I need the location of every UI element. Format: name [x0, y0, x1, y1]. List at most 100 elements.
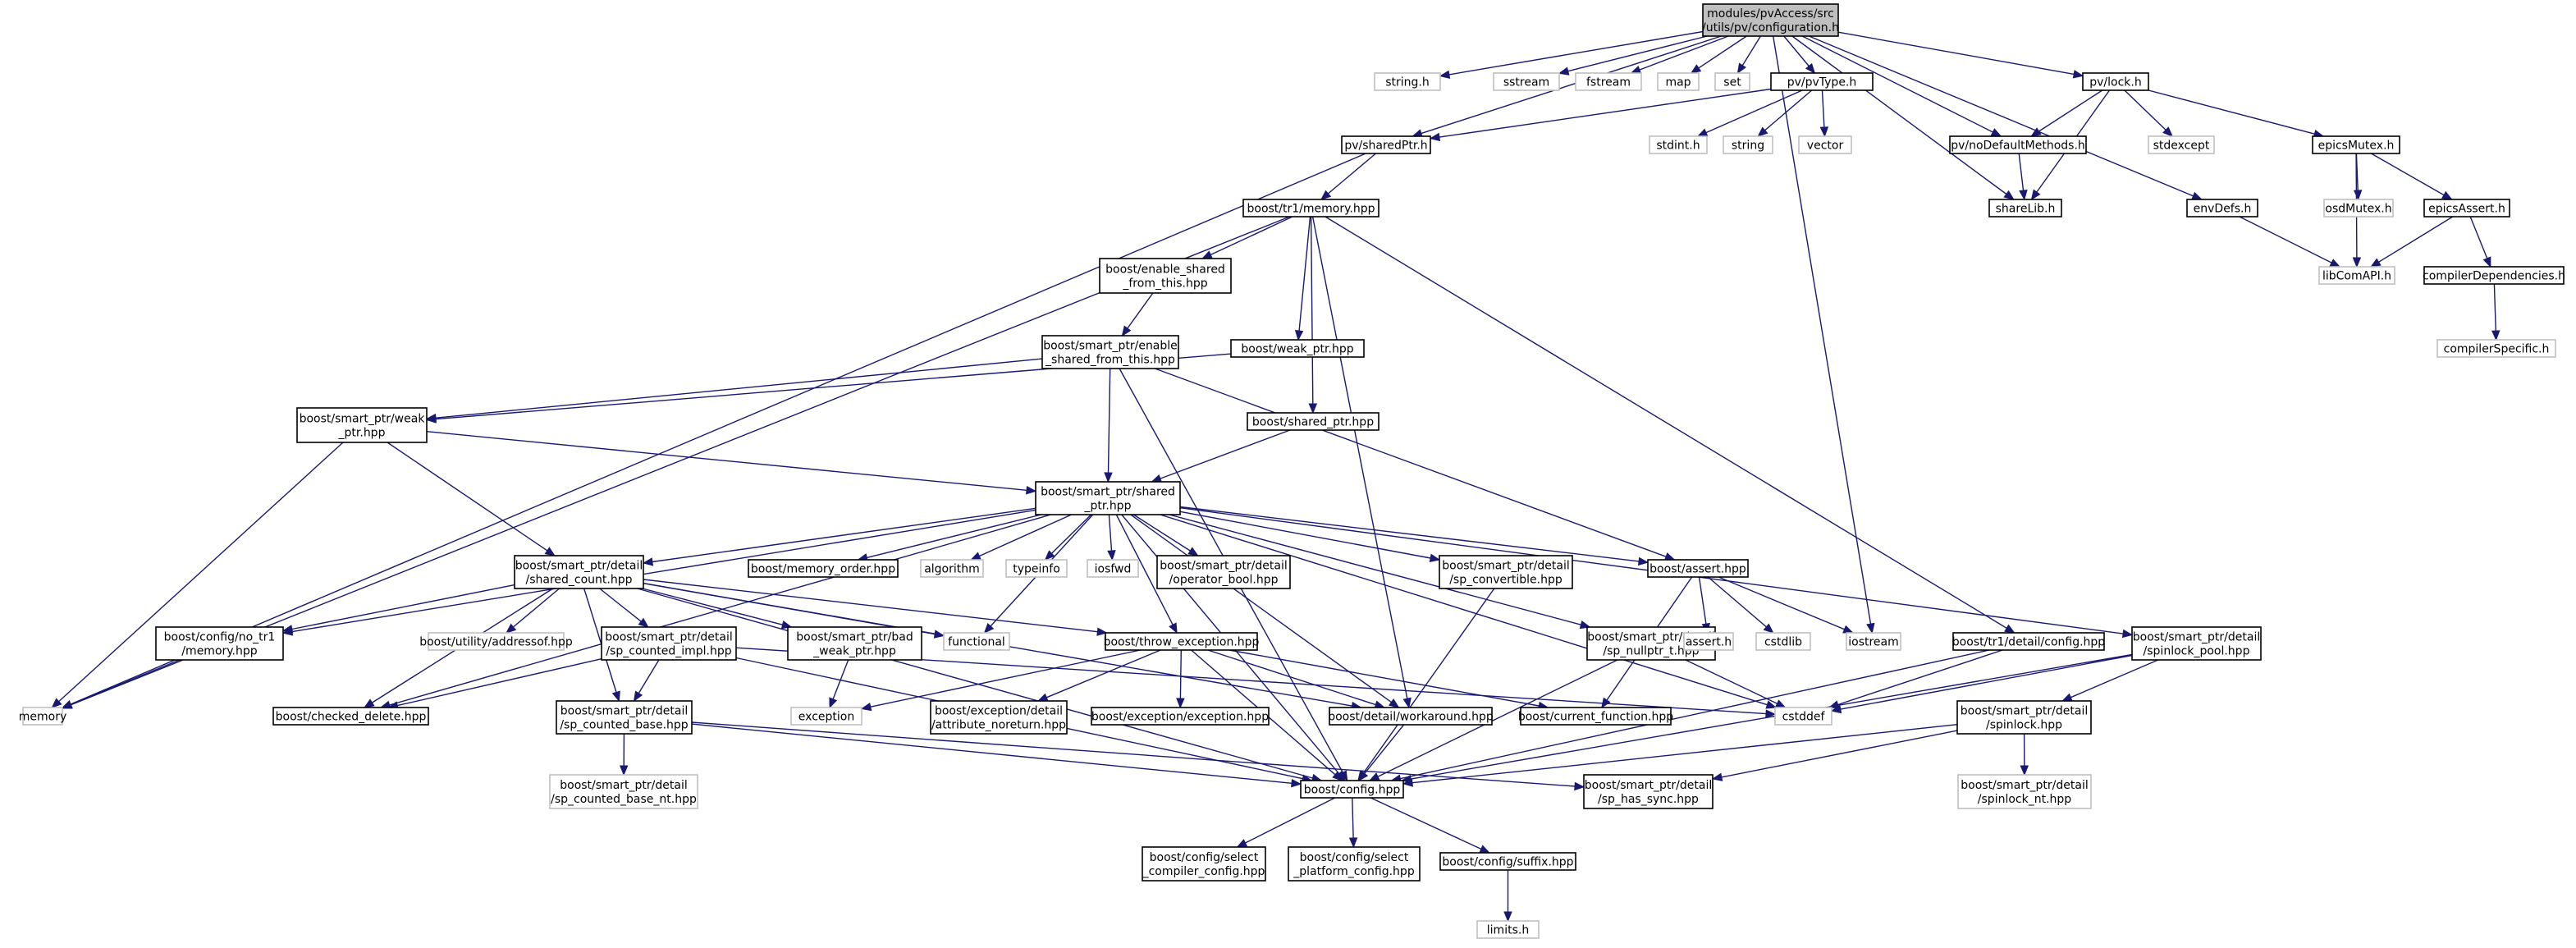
edge-spShared-to-typeinfo — [1044, 514, 1092, 561]
node-box — [1242, 199, 1380, 218]
node-comp-dep[interactable]: compilerDependencies.h — [2423, 266, 2565, 285]
node-weak-ptr[interactable]: boost/weak_ptr.hpp — [1230, 339, 1365, 358]
edge-noTr1-to-memory — [61, 659, 181, 709]
node-exc-hpp[interactable]: boost/exception/exception.hpp — [1091, 707, 1270, 726]
node-comp-spec: compilerSpecific.h — [2436, 339, 2556, 358]
node-label-line: boost/enable_shared — [1105, 263, 1225, 277]
node-box — [1091, 707, 1270, 726]
edge-spShared-to-cstddef — [1160, 514, 1778, 709]
node-label-line: boost/smart_ptr/detail — [560, 779, 687, 792]
node-sel-comp[interactable]: boost/config/select_compiler_config.hpp — [1142, 846, 1266, 882]
edge-spShared-to-spConv — [1179, 511, 1441, 563]
node-workaround[interactable]: boost/detail/workaround.hpp — [1328, 707, 1494, 726]
node-label-line: pv/pvType.h — [1787, 76, 1857, 89]
node-box — [787, 626, 922, 661]
node-box — [1005, 559, 1068, 578]
node-stdexcept: stdexcept — [2148, 135, 2215, 154]
node-box — [930, 700, 1068, 735]
edge-root-to-map — [1690, 35, 1747, 74]
node-spc-impl[interactable]: boost/smart_ptr/detail/sp_counted_impl.h… — [601, 626, 737, 661]
node-shared-ptr-hpp[interactable]: boost/shared_ptr.hpp — [1247, 412, 1380, 431]
node-shared-count[interactable]: boost/smart_ptr/detail/shared_count.hpp — [514, 555, 644, 589]
edge-root-to-shareLib — [1791, 35, 2015, 200]
node-assert-hpp[interactable]: boost/assert.hpp — [1647, 559, 1749, 578]
node-no-tr1[interactable]: boost/config/no_tr1/memory.hpp — [155, 626, 284, 661]
node-label-line: _ptr.hpp — [338, 427, 386, 440]
node-box — [1374, 72, 1441, 91]
node-box — [22, 707, 63, 726]
node-enable-shared[interactable]: boost/enable_shared_from_this.hpp — [1099, 258, 1232, 294]
node-sp-shared[interactable]: boost/smart_ptr/shared_ptr.hpp — [1035, 481, 1181, 515]
node-typeinfo: typeinfo — [1005, 559, 1068, 578]
node-label-line: boost/current_function.hpp — [1518, 711, 1673, 724]
edge-spShared-to-throwExc — [1115, 514, 1178, 634]
edge-tr1mem-to-workaround — [1311, 216, 1412, 709]
node-label-line: /shared_count.hpp — [525, 574, 632, 587]
node-attr-no-ret[interactable]: boost/exception/detail/attribute_noretur… — [930, 700, 1068, 735]
node-epics-assert[interactable]: epicsAssert.h — [2423, 199, 2510, 218]
edge-pvType-to-pvShared — [1429, 88, 1772, 142]
node-throw-exc[interactable]: boost/throw_exception.hpp — [1104, 632, 1260, 651]
node-root[interactable]: modules/pvAccess/src/utils/pv/configurat… — [1702, 3, 1839, 37]
node-box — [1476, 920, 1540, 939]
edge-throwExc-to-attrNoRet — [1036, 649, 1161, 702]
node-env-defs[interactable]: envDefs.h — [2186, 199, 2258, 218]
node-spin-pool[interactable]: boost/smart_ptr/detail/spinlock_pool.hpp — [2131, 626, 2262, 661]
edge-pvLock-to-stdexcept — [2124, 89, 2174, 137]
edge-config-to-selComp — [1236, 797, 1336, 848]
edge-root-to-pvType — [1783, 35, 1816, 75]
node-pv-type[interactable]: pv/pvType.h — [1770, 72, 1874, 91]
node-box — [2436, 339, 2556, 358]
node-has-sync[interactable]: boost/smart_ptr/detail/sp_has_sync.hpp — [1583, 774, 1714, 809]
node-suffix[interactable]: boost/config/suffix.hpp — [1439, 852, 1576, 871]
node-label-line: _compiler_config.hpp — [1142, 865, 1265, 878]
node-box — [2312, 135, 2400, 154]
node-label-line: boost/smart_ptr/bad — [796, 631, 913, 644]
edge-pvShared-to-memory — [61, 153, 1366, 708]
node-epics-mutex[interactable]: epicsMutex.h — [2312, 135, 2400, 154]
node-pv-shared[interactable]: pv/sharedPtr.h — [1341, 135, 1431, 154]
edge-pvType-to-vector — [1819, 89, 1829, 138]
edge-spConv-to-config — [1357, 588, 1495, 782]
node-box — [1957, 774, 2092, 809]
node-cur-func[interactable]: boost/current_function.hpp — [1518, 707, 1673, 726]
node-tr1mem[interactable]: boost/tr1/memory.hpp — [1242, 199, 1380, 218]
node-checked[interactable]: boost/checked_delete.hpp — [272, 707, 429, 726]
node-pv-lock[interactable]: pv/lock.h — [2082, 72, 2149, 91]
node-label-line: /utils/pv/configuration.h — [1702, 21, 1839, 34]
node-share-lib[interactable]: shareLib.h — [1988, 199, 2062, 218]
node-label-line: _weak_ptr.hpp — [812, 645, 896, 658]
node-sel-plat[interactable]: boost/config/select_platform_config.hpp — [1288, 846, 1421, 882]
node-label-line: _from_this.hpp — [1122, 277, 1207, 291]
node-spinlock[interactable]: boost/smart_ptr/detail/spinlock.hpp — [1956, 700, 2092, 735]
node-no-def[interactable]: pv/noDefaultMethods.h — [1949, 135, 2087, 154]
node-label-line: sstream — [1503, 76, 1549, 89]
node-config[interactable]: boost/config.hpp — [1300, 780, 1404, 799]
node-box — [296, 407, 428, 443]
node-box — [272, 707, 429, 726]
node-sp-weak[interactable]: boost/smart_ptr/weak_ptr.hpp — [296, 407, 428, 443]
node-label-line: /sp_convertible.hpp — [1449, 574, 1563, 587]
node-exception: exception — [790, 707, 862, 726]
node-vector: vector — [1798, 135, 1852, 154]
node-op-bool[interactable]: boost/smart_ptr/detail/operator_bool.hpp — [1156, 555, 1291, 589]
node-label-line: boost/config.hpp — [1304, 784, 1401, 797]
node-sp-conv[interactable]: boost/smart_ptr/detail/sp_convertible.hp… — [1439, 555, 1573, 589]
node-sp-enable[interactable]: boost/smart_ptr/enable_shared_from_this.… — [1041, 335, 1179, 369]
node-bad-weak[interactable]: boost/smart_ptr/bad_weak_ptr.hpp — [787, 626, 922, 661]
node-box — [1755, 632, 1811, 651]
edge-sharedPtrHpp-to-spShared — [1151, 429, 1291, 483]
edge-badWeak-to-exception — [829, 659, 849, 709]
node-label-line: /sp_has_sync.hpp — [1598, 793, 1699, 806]
node-box — [2423, 199, 2510, 218]
node-fstream: fstream — [1575, 72, 1642, 91]
node-spc-base[interactable]: boost/smart_ptr/detail/sp_counted_base.h… — [556, 700, 693, 735]
node-map: map — [1657, 72, 1700, 91]
node-label-line: boost/tr1/memory.hpp — [1247, 203, 1375, 216]
node-box — [1702, 3, 1839, 37]
node-label-line: boost/utility/addressof.hpp — [419, 636, 573, 649]
edge-sharedCount-to-spcImpl — [599, 588, 649, 628]
node-tr1cfg[interactable]: boost/tr1/detail/config.hpp — [1952, 632, 2106, 651]
edge-epicsAssert-to-compDep — [2469, 216, 2491, 268]
node-mem-order[interactable]: boost/memory_order.hpp — [748, 559, 899, 578]
